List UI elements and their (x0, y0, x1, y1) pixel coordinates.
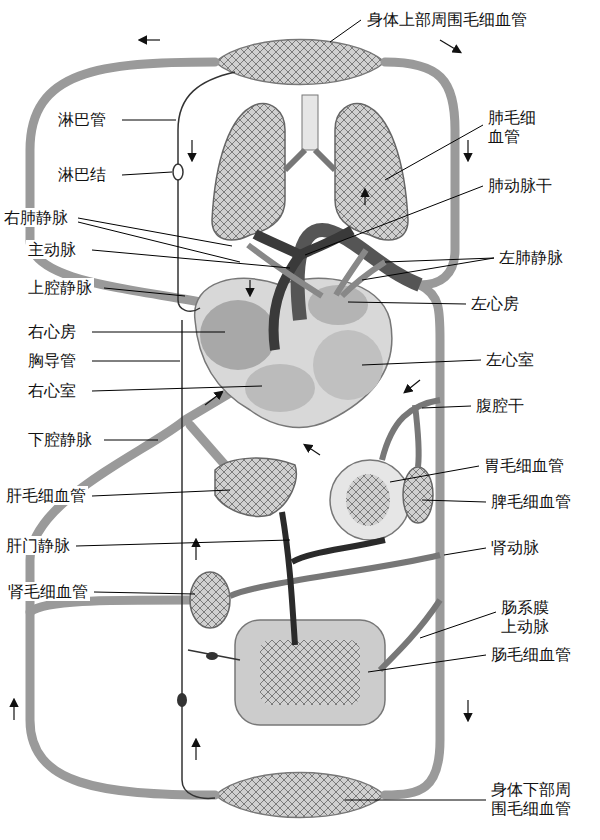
part-label: 脾毛细血管 (489, 492, 573, 511)
part-label: 下腔静脉 (26, 430, 94, 449)
part-label: 右心房 (26, 322, 78, 341)
part-label: 淋巴结 (56, 165, 108, 184)
part-label: 身体下部周围毛细血管 (489, 780, 573, 818)
part-label: 胸导管 (26, 351, 78, 370)
part-label: 肝门静脉 (4, 536, 72, 555)
part-label: 胃毛细血管 (482, 456, 566, 475)
part-label: 淋巴管 (56, 110, 108, 129)
part-label: 身体上部周围毛细血管 (365, 10, 529, 29)
part-label: 肠毛细血管 (489, 645, 573, 664)
part-label: 左心室 (484, 350, 536, 369)
part-label: 上腔静脉 (26, 278, 94, 297)
part-label: 肾动脉 (489, 538, 541, 557)
part-label: 腹腔干 (474, 396, 526, 415)
part-label: 主动脉 (26, 240, 78, 259)
part-label: 右心室 (26, 381, 78, 400)
part-label: 左心房 (469, 294, 521, 313)
part-label: 肺动脉干 (486, 176, 554, 195)
part-label: 左肺静脉 (497, 248, 565, 267)
part-label: 肠系膜上动脉 (499, 598, 551, 636)
part-label: 右肺静脉 (2, 208, 70, 227)
part-label: 肾毛细血管 (6, 582, 90, 601)
part-label: 肺毛细血管 (486, 108, 538, 146)
part-label: 肝毛细血管 (4, 486, 88, 505)
